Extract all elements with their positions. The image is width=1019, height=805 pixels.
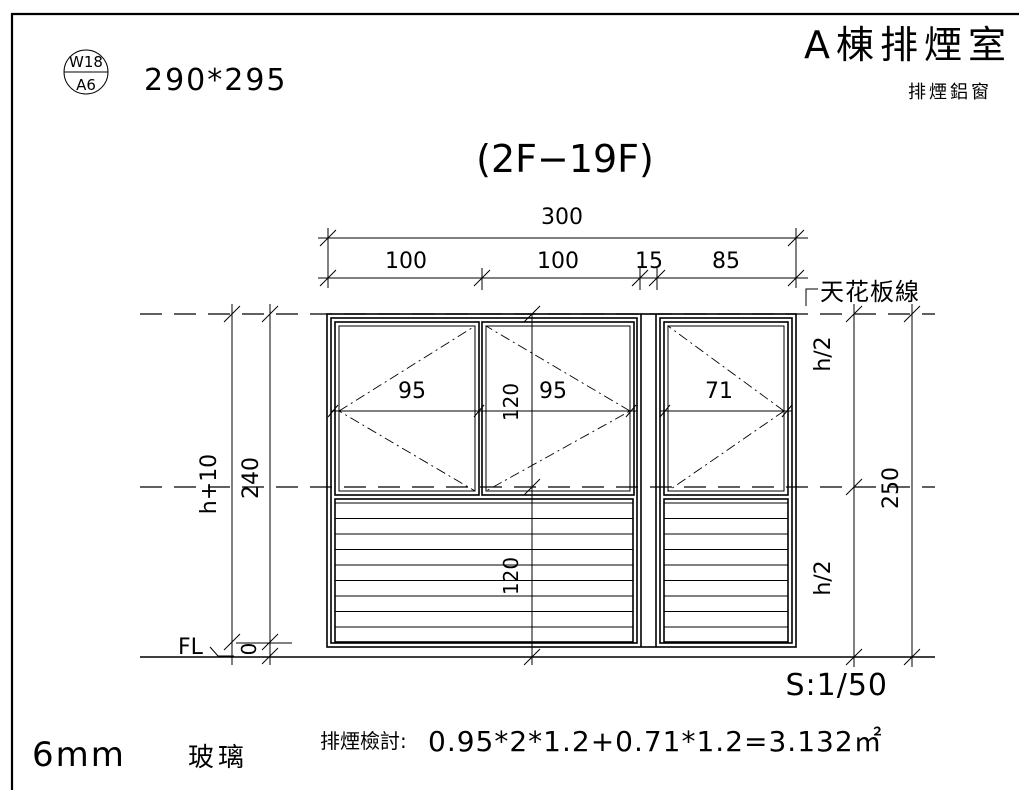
dim-seg-1: 100 — [385, 249, 427, 274]
window-right-unit — [659, 317, 793, 644]
pane-right-width: 71 — [705, 379, 733, 404]
window-size: 290*295 — [144, 63, 288, 98]
glass-thickness: 6mm — [32, 735, 126, 775]
pane-middle-width: 95 — [539, 379, 567, 404]
code-bottom: A6 — [76, 76, 96, 94]
window-left-unit — [330, 317, 638, 644]
scale-label: S:1/50 — [785, 668, 888, 703]
dim-240: 240 — [239, 457, 264, 499]
building-subtitle: 排煙鋁窗 — [908, 82, 992, 103]
dim-seg-3: 15 — [635, 249, 663, 274]
louvers-right — [663, 498, 789, 643]
dim-h-half-bottom: h/2 — [811, 560, 836, 595]
dim-zero: 0 — [237, 643, 261, 656]
pane-left-width: 95 — [398, 379, 426, 404]
dim-overall-width: 300 — [541, 205, 583, 230]
floor-range: (2F−19F) — [476, 137, 654, 181]
dim-250: 250 — [879, 467, 904, 509]
lower-height: 120 — [499, 557, 523, 595]
dim-h-half-top: h/2 — [811, 336, 836, 371]
louver-frame — [663, 498, 789, 643]
casement-middle — [481, 321, 635, 496]
louver-frame — [334, 498, 634, 643]
dim-seg-2: 100 — [537, 249, 579, 274]
drawing-border — [10, 12, 1019, 790]
louvers-left — [334, 498, 634, 643]
dim-h-plus-10: h+10 — [197, 454, 222, 514]
code-top: W18 — [69, 53, 103, 71]
floor-level-label: FL — [178, 635, 204, 660]
casement-left — [334, 321, 480, 496]
upper-height: 120 — [499, 383, 523, 421]
ceiling-line-label: 天花板線 — [820, 278, 920, 306]
dim-seg-4: 85 — [712, 249, 740, 274]
glass-label: 玻璃 — [188, 743, 248, 773]
casement-right — [663, 321, 789, 496]
calc-label: 排煙檢討: — [320, 729, 407, 753]
building-title: A棟排煙室 — [804, 23, 1012, 67]
calc-formula: 0.95*2*1.2+0.71*1.2=3.132㎡ — [428, 725, 883, 758]
window-outer-frame — [326, 313, 797, 648]
